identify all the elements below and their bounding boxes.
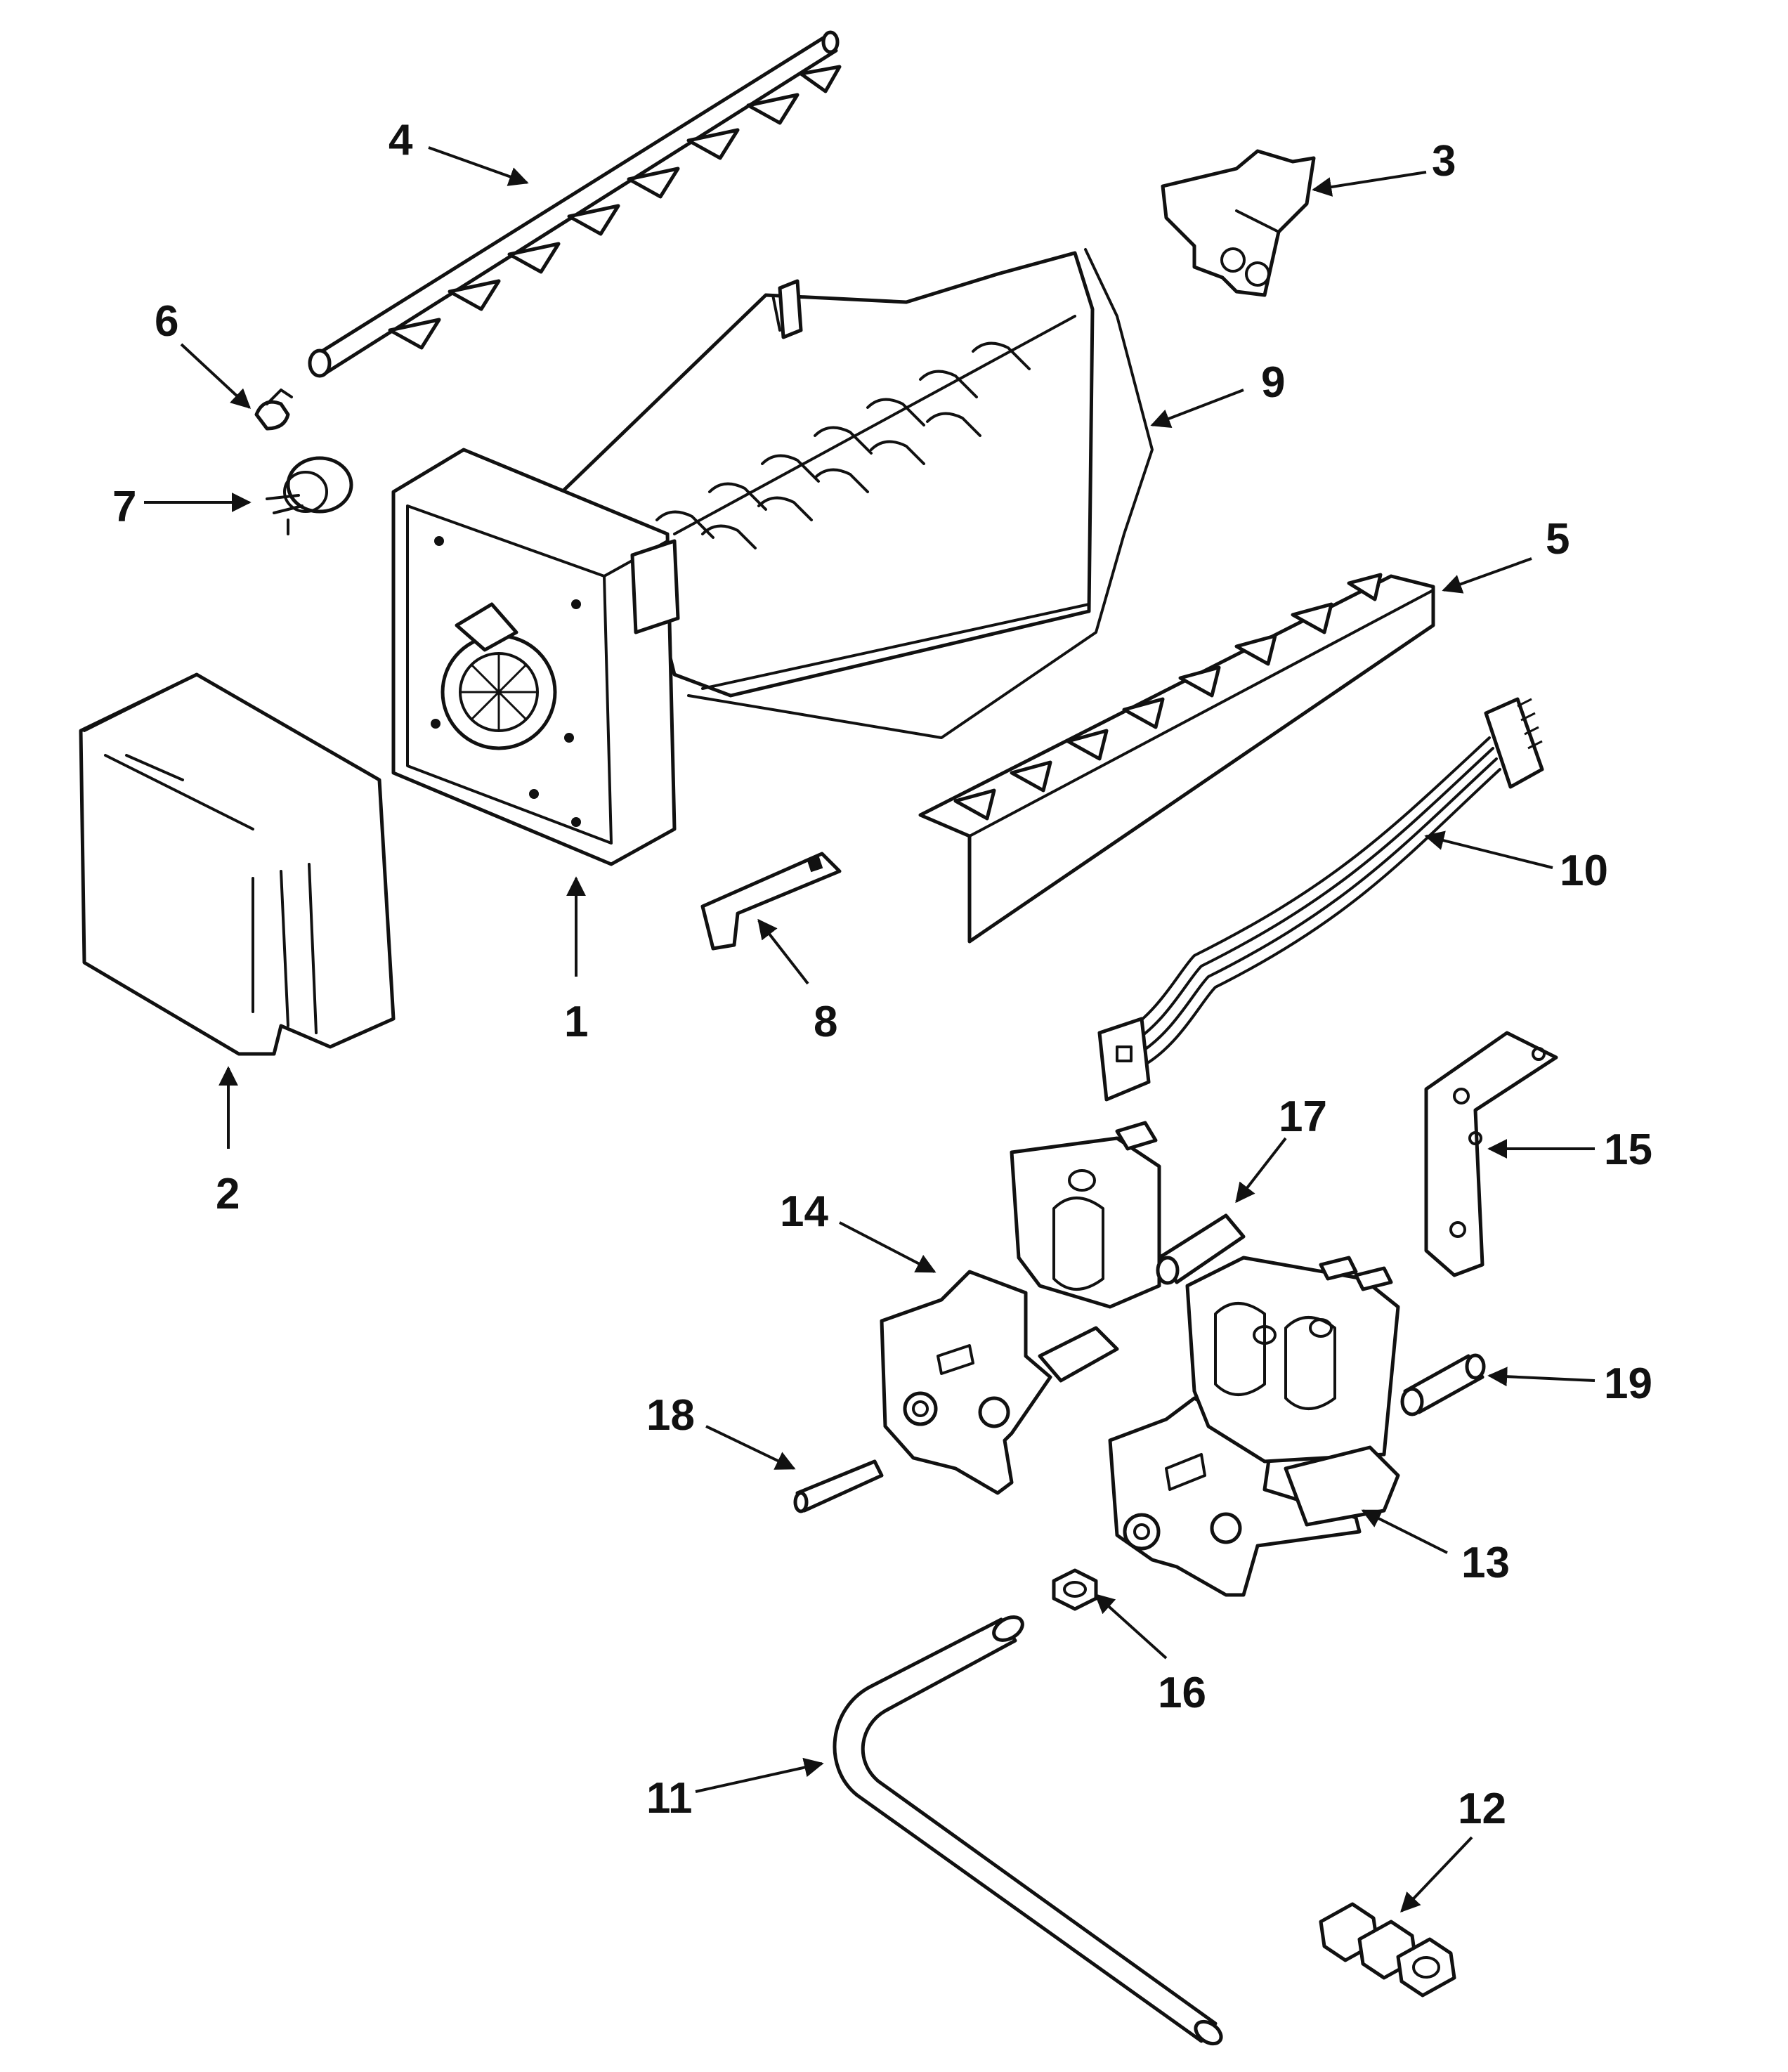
part-18-pin <box>793 1459 884 1513</box>
leader-11 <box>695 1757 824 1793</box>
part-1-control-housing <box>391 448 680 866</box>
callout-5: 5 <box>1546 515 1570 563</box>
part-14-water-valve <box>880 1121 1161 1495</box>
leader-8 <box>757 918 809 985</box>
callout-17: 17 <box>1279 1093 1327 1141</box>
part-17-insert <box>1156 1213 1246 1285</box>
part-13-water-valve <box>1108 1256 1400 1597</box>
callout-6: 6 <box>155 297 178 346</box>
part-4-ejector <box>308 30 842 378</box>
leader-13 <box>1361 1509 1448 1554</box>
callout-10: 10 <box>1560 847 1608 895</box>
part-15-bracket <box>1424 1031 1558 1277</box>
leader-19 <box>1487 1367 1596 1387</box>
callout-2: 2 <box>216 1170 240 1218</box>
leader-arrows <box>144 146 1596 1913</box>
leader-9 <box>1150 389 1244 429</box>
part-16-nut <box>1052 1568 1098 1611</box>
callout-7: 7 <box>112 483 136 531</box>
part-2-cover <box>79 672 396 1056</box>
callout-9: 9 <box>1261 358 1285 407</box>
leader-4 <box>428 146 529 186</box>
part-19-insert <box>1400 1353 1486 1416</box>
callout-18: 18 <box>646 1391 695 1440</box>
part-8-bracket <box>700 852 842 951</box>
leader-16 <box>1094 1594 1168 1660</box>
part-5-stripper <box>918 573 1435 944</box>
callout-8: 8 <box>814 998 837 1046</box>
part-11-water-tube <box>833 1615 1223 2046</box>
leader-18 <box>705 1425 796 1470</box>
part-3-bracket <box>1161 149 1316 297</box>
callout-3: 3 <box>1432 137 1456 185</box>
leader-17 <box>1235 1137 1287 1204</box>
callout-13: 13 <box>1461 1539 1510 1587</box>
part-10-wire-harness <box>1097 697 1544 1102</box>
leader-14 <box>839 1221 937 1273</box>
callout-15: 15 <box>1604 1126 1652 1174</box>
callout-19: 19 <box>1604 1360 1652 1408</box>
callout-12: 12 <box>1458 1785 1506 1833</box>
leader-6 <box>180 343 252 409</box>
leader-10 <box>1424 830 1553 869</box>
leader-5 <box>1442 557 1532 594</box>
part-7-thermostat <box>266 456 353 535</box>
leader-3 <box>1312 171 1427 197</box>
callout-16: 16 <box>1158 1669 1206 1717</box>
callout-1: 1 <box>564 998 588 1046</box>
leader-12 <box>1400 1836 1473 1913</box>
callout-11: 11 <box>646 1774 693 1823</box>
part-6-clip <box>254 389 293 431</box>
callout-labels: 1 2 3 4 5 6 7 8 9 10 11 12 13 14 15 16 1… <box>112 116 1652 1833</box>
callout-4: 4 <box>389 116 413 164</box>
part-12-fittings <box>1319 1902 1456 1998</box>
callout-14: 14 <box>780 1187 828 1236</box>
